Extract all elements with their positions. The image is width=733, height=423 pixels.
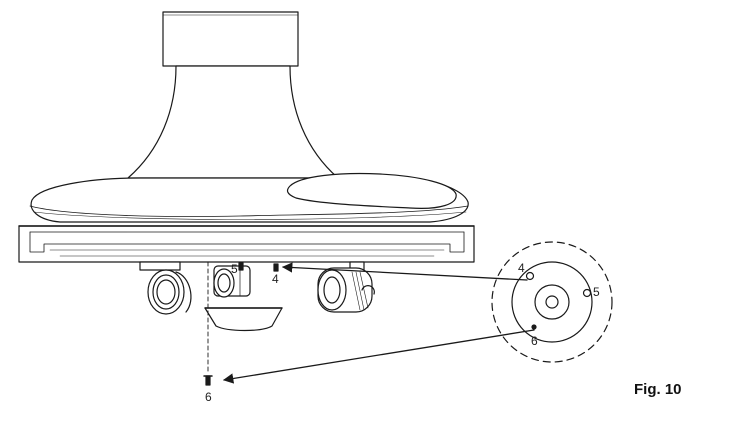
arrow-detail-to-plate (281, 262, 528, 281)
callout-detail-5: 5 (593, 285, 600, 299)
arrow-detail-to-screw-6 (222, 329, 535, 384)
left-lamp-holder (139, 261, 192, 315)
callout-screw-5: 5 (231, 262, 238, 276)
callout-detail-4: 4 (518, 261, 525, 275)
callout-screw-4: 4 (272, 272, 279, 286)
right-lamp-holder (317, 261, 375, 313)
screw-5 (238, 262, 244, 271)
screw-4 (273, 263, 279, 272)
detail-hole-5 (582, 288, 592, 298)
screw-6 (203, 375, 213, 386)
figure-caption: Fig. 10 (634, 381, 682, 398)
bottom-cap (204, 307, 283, 332)
fan-blades (29, 172, 469, 223)
detail-hole-6 (531, 324, 537, 330)
center-lamp-holder (213, 265, 251, 298)
detail-hole-4 (525, 271, 535, 281)
screw-detail-view (491, 241, 613, 363)
callout-detail-6: 6 (531, 334, 538, 348)
mounting-plate (18, 225, 475, 263)
motor-housing-top (162, 11, 299, 67)
callout-screw-6: 6 (205, 390, 212, 404)
fan-housing-canopy (127, 65, 339, 179)
